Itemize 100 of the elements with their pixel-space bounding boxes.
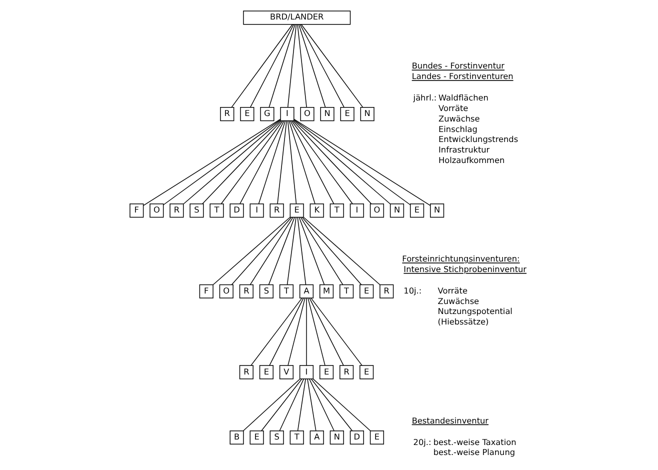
node-box: F <box>198 284 213 298</box>
node-box: R <box>238 284 253 298</box>
connector <box>258 120 286 204</box>
node-box: I <box>349 203 364 218</box>
node-box: O <box>149 203 164 218</box>
connector <box>301 216 362 285</box>
node-box: A <box>298 284 314 298</box>
connector <box>293 118 430 206</box>
connector <box>308 378 334 432</box>
node-box: S <box>258 284 273 298</box>
connector <box>249 24 294 108</box>
node-box: N <box>320 107 334 122</box>
node-box: R <box>220 107 234 122</box>
node-box: N <box>389 203 404 218</box>
connector <box>310 378 352 432</box>
connector <box>268 24 295 108</box>
node-box: R <box>269 203 284 218</box>
label: best.-weise Planung <box>432 447 515 458</box>
connector <box>293 120 390 204</box>
node-box: E <box>340 107 354 122</box>
node-box: G <box>260 107 274 122</box>
connector <box>260 378 302 432</box>
node-box: E <box>369 430 384 445</box>
label: 10j.: <box>403 285 422 296</box>
node-box: S <box>189 203 204 218</box>
connector <box>230 24 292 108</box>
connector <box>290 120 352 204</box>
connector <box>278 378 304 432</box>
node-box: E <box>240 107 254 122</box>
node-box: I <box>298 365 314 380</box>
label: jährl.: <box>412 92 436 103</box>
node-box: E <box>249 430 264 445</box>
connector <box>268 298 304 366</box>
node-box: O <box>369 203 384 218</box>
connector <box>239 120 284 204</box>
node-box: N <box>329 430 344 445</box>
node-box: I <box>249 203 264 218</box>
connector <box>296 24 306 108</box>
connector <box>308 298 344 366</box>
connector <box>182 120 280 204</box>
node-box: S <box>269 430 284 445</box>
node-box: R <box>339 365 354 380</box>
label: (Hiebssätze) <box>437 316 488 327</box>
node-box: N <box>430 203 444 218</box>
node-box: E <box>359 284 374 298</box>
label: Entwicklungstrends <box>438 134 518 144</box>
node-box: A <box>309 430 324 445</box>
node-box: E <box>409 203 424 218</box>
label: Vorräte <box>438 102 468 113</box>
node-box: V <box>278 365 294 380</box>
connector <box>287 298 305 366</box>
node-box: R <box>379 284 394 298</box>
node-box: T <box>329 203 344 218</box>
label: Vorräte <box>437 285 467 296</box>
connector <box>212 216 290 285</box>
connector <box>298 216 324 285</box>
connector <box>286 216 296 285</box>
connector <box>293 120 410 206</box>
connector <box>286 24 296 108</box>
connector <box>220 120 283 204</box>
connector <box>296 378 306 432</box>
node-box: O <box>300 107 314 122</box>
label: Bundes - Forstinventur <box>411 60 504 71</box>
node-box: R <box>169 203 184 218</box>
connector <box>296 216 306 285</box>
connector <box>292 120 372 204</box>
connector <box>300 24 363 108</box>
label: best.-weise Taxation <box>432 436 516 447</box>
node-box: E <box>359 365 374 380</box>
node-box: T <box>289 430 304 445</box>
connector <box>162 120 280 206</box>
connector <box>230 216 292 285</box>
label: Waldflächen <box>438 92 488 103</box>
node-box: B <box>229 430 244 445</box>
label: Forsteinrichtungsinventuren: <box>402 254 520 264</box>
connector <box>289 120 334 204</box>
connector <box>142 118 280 206</box>
connector <box>288 120 315 204</box>
connector <box>310 298 362 366</box>
connector <box>300 216 343 285</box>
connector <box>312 378 370 432</box>
label: Intensive Stichprobeninventur <box>403 264 526 274</box>
label: Holzaufkommen <box>438 154 504 165</box>
connector <box>202 120 282 204</box>
connector <box>302 216 380 285</box>
node-box: I <box>280 107 294 122</box>
node-box: BRD/LANDER <box>242 10 350 25</box>
node-box: N <box>360 107 374 122</box>
label: 20j.: <box>412 436 431 447</box>
node-box: R <box>238 365 253 380</box>
node-box: T <box>278 284 294 298</box>
node-box: F <box>129 203 144 218</box>
node-box: M <box>318 284 334 298</box>
connector <box>276 120 286 204</box>
connector <box>242 378 300 432</box>
label: Zuwächse <box>438 113 480 124</box>
node-box: E <box>318 365 334 380</box>
label: Zuwächse <box>437 296 479 306</box>
label: Einschlag <box>438 124 477 134</box>
connector <box>250 298 302 366</box>
